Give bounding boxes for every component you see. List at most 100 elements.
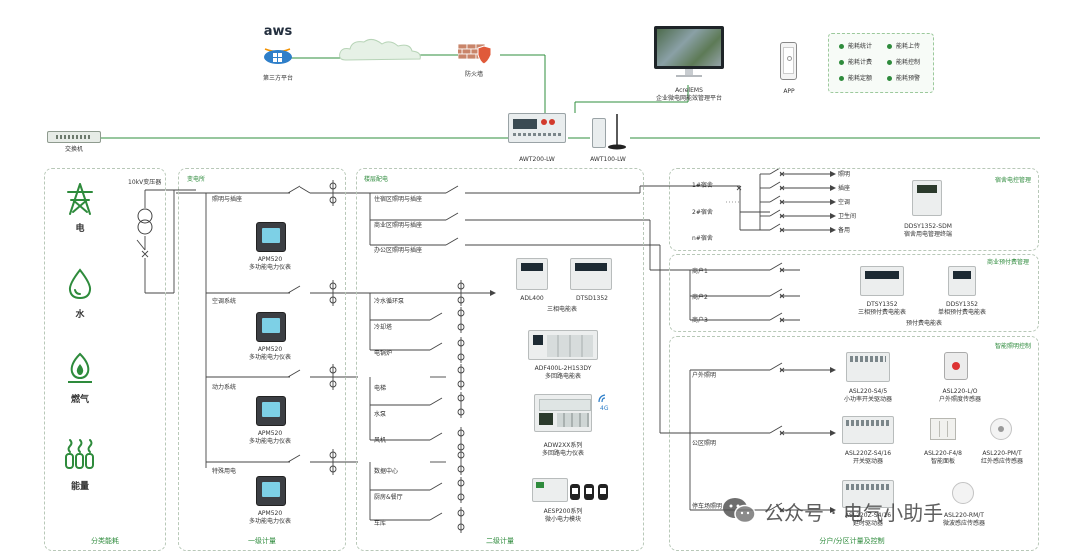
meter-desc: 多功能电力仪表: [248, 518, 292, 525]
heat-radiator-icon: [65, 439, 94, 469]
meter-model: APM520: [257, 430, 283, 437]
level3-dorm-panel: [669, 168, 1039, 251]
l2-circuit: 电梯: [374, 385, 387, 392]
meter-desc: 多功能电力仪表: [248, 264, 292, 271]
apm520-meter-4: [256, 476, 286, 506]
pir-sensor-icon: [990, 418, 1012, 440]
app-label: APP: [783, 88, 795, 95]
prepay-user: 商户2: [692, 294, 708, 301]
light-d3: ASL220Z-S4/16: [844, 450, 892, 457]
energy-heat-label: 能量: [70, 482, 90, 492]
light-d3-desc: 开关驱动器: [852, 458, 884, 465]
apm520-meter-3: [256, 396, 286, 426]
level3-footer: 分户/分区计量及控制: [819, 537, 885, 545]
dorm-title: 宿舍电控管理: [995, 177, 1032, 184]
ddsy1352-sdm-device: [912, 180, 942, 216]
asl220z-s4-16-device: [842, 416, 894, 444]
aesp200-desc: 微小电力模块: [544, 516, 582, 523]
prepay-group-label: 预付费电能表: [905, 320, 943, 327]
signal-4g-label: 4G: [600, 405, 609, 412]
level1-footer: 一级计量: [248, 537, 276, 545]
l1-circuit-hvac: 空调系统: [212, 298, 237, 305]
bullet-icon: [887, 44, 892, 49]
gateway2-label: AWT100-LW: [590, 156, 626, 163]
l2-circuit: 冷水循环泵: [374, 298, 405, 305]
firewall-icon: [458, 43, 492, 65]
dorm-room: 2#宿舍: [692, 209, 713, 216]
watermark-text: 公众号 · 电气小助手: [764, 500, 944, 525]
meter-model: APM520: [257, 510, 283, 517]
prepay-dev2: DDSY1352: [946, 301, 978, 308]
dorm-room: 1#宿舍: [692, 182, 713, 189]
water-drop-icon: [68, 268, 92, 300]
l2-circuit: 冷却塔: [374, 324, 393, 331]
level1-panel: [178, 168, 346, 551]
wechat-icon: [723, 498, 756, 524]
wireless-signal-icon: [598, 394, 606, 403]
light-d1: ASL220-S4/5: [848, 388, 888, 395]
light-d5: ASL220-PM/T: [982, 450, 1022, 457]
adw2xx-label: ADW2XX系列: [543, 442, 583, 449]
cloud-windows-icon: [264, 50, 292, 64]
level3-prepay-panel: [669, 254, 1039, 332]
light-d2: ASL220-L/O: [942, 388, 978, 395]
cloud-icon: [339, 38, 421, 61]
feature-item: 能耗统计: [839, 43, 887, 50]
l2-circuit: 电锅炉: [374, 350, 393, 357]
dorm-load: 空调: [838, 199, 851, 206]
bullet-icon: [887, 60, 892, 65]
l1-circuit-lighting: 照明与插座: [212, 196, 243, 203]
aws-logo: aws: [262, 24, 294, 64]
aws-wordmark: aws: [263, 24, 293, 39]
ddsy1352-meter: [948, 266, 976, 296]
apm520-meter-2: [256, 312, 286, 342]
light-d4-desc: 智能面板: [930, 458, 956, 465]
lighting-zone: 户外照明: [692, 372, 717, 379]
light-d7: ASL220-RM/T: [944, 512, 984, 519]
l2-circuit: 住宿区照明与插座: [374, 196, 423, 203]
dorm-device-desc: 宿舍用电管理终端: [903, 231, 953, 238]
energy-water-label: 水: [75, 310, 85, 320]
dorm-load: 卫生间: [838, 213, 857, 220]
adf400l-meter: [528, 330, 598, 360]
feature-box: 能耗统计 能耗上传 能耗计费 能耗控制 能耗定额 能耗预警: [828, 33, 934, 93]
level3-lighting-panel: [669, 336, 1039, 551]
dorm-load: 照明: [838, 171, 851, 178]
asl220-lo-sensor: [944, 352, 968, 380]
switch-label: 交换机: [64, 146, 84, 153]
aesp200-module: [532, 478, 568, 502]
feature-item: 能耗上传: [887, 43, 935, 50]
energy-panel: [44, 168, 166, 551]
l1-circuit-special: 特殊用电: [212, 468, 237, 475]
watermark: 公众号 · 电气小助手: [722, 494, 943, 528]
gas-flame-icon: [68, 352, 92, 383]
lighting-zone: 停车场照明: [692, 503, 723, 510]
ems-desc: 企业微电网能效管理平台: [655, 95, 723, 102]
energy-gas-label: 燃气: [70, 395, 90, 405]
ems-monitor: [654, 26, 724, 78]
network-switch-icon: [47, 131, 101, 143]
dorm-load: 备用: [838, 227, 851, 234]
meter-desc: 多功能电力仪表: [248, 354, 292, 361]
three-phase-meter-label: 三相电能表: [546, 306, 578, 313]
dtsy1352-meter: [860, 266, 904, 296]
light-d4: ASL220-F4/8: [924, 450, 962, 457]
prepay-dev1-desc: 三相预付费电能表: [857, 309, 907, 316]
energy-electric-label: 电: [75, 224, 85, 234]
prepay-dev1: DTSY1352: [866, 301, 898, 308]
adl400-label: ADL400: [520, 295, 544, 302]
substation-header: 变电所: [187, 176, 206, 183]
bullet-icon: [839, 60, 844, 65]
adw2xx-desc: 多回路电力仪表: [541, 450, 585, 457]
l2-circuit: 水泵: [374, 411, 387, 418]
l2-circuit: 数据中心: [374, 468, 399, 475]
gateway1-label: AWT200-LW: [519, 156, 555, 163]
smart-panel-icon: [930, 418, 956, 440]
feature-item: 能耗控制: [887, 59, 935, 66]
light-d2-desc: 户外照度传感器: [938, 396, 982, 403]
multi-loop-meter-label: 多回路电能表: [544, 373, 582, 380]
lighting-zone: 公区照明: [692, 440, 717, 447]
l2-circuit: 车库: [374, 520, 387, 527]
firewall-label: 防火墙: [464, 71, 484, 78]
